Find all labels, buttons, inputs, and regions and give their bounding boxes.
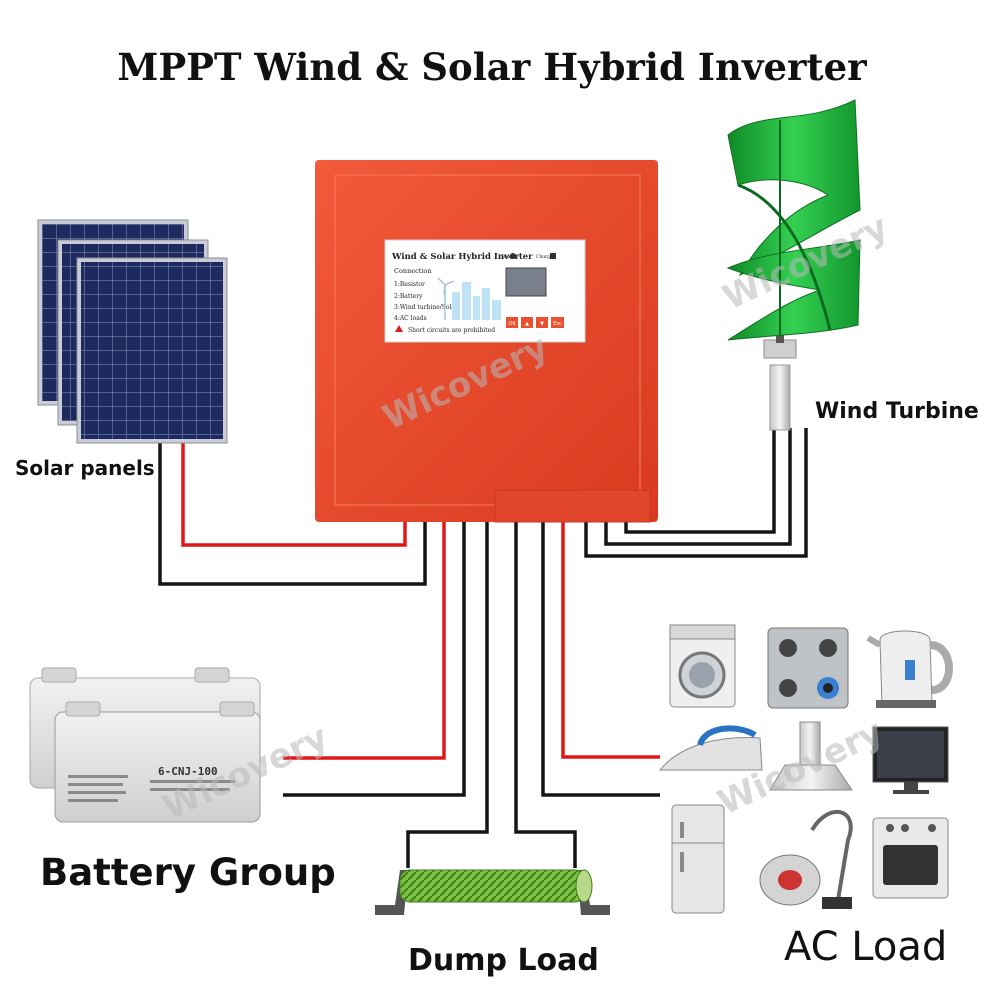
panel-warning: Short circuits are prohibited	[408, 327, 495, 334]
television-icon	[872, 726, 949, 794]
washing-machine-icon	[669, 624, 736, 708]
down-button-label: ▼	[540, 321, 544, 327]
dump-wire-1	[406, 522, 489, 868]
dump-load-resistor	[375, 869, 610, 915]
up-button[interactable]	[521, 317, 533, 328]
battery-wire-positive	[283, 522, 446, 760]
ac-load-appliances	[658, 624, 953, 914]
city-wind-graphic	[437, 277, 501, 320]
vacuum-cleaner-icon	[759, 809, 853, 909]
up-button-label: ▲	[525, 321, 529, 327]
ok-button-label: OK	[508, 321, 516, 327]
connection-item-4: 4:AC loads	[394, 315, 427, 322]
connection-item-1: 1:Resistor	[394, 281, 425, 288]
ac-wire-2	[541, 522, 660, 797]
panel-buttons: OK ▲ ▼ Esc	[506, 317, 564, 328]
wind-turbine	[726, 99, 861, 431]
kettle-icon	[866, 630, 953, 708]
ac-wire-1	[561, 522, 660, 759]
solar-panels	[37, 219, 228, 444]
ac-load-label: AC Load	[784, 924, 947, 970]
charge-indicator: Charge	[536, 254, 553, 260]
connection-item-3: 3:Wind turbine/Solar	[394, 304, 458, 311]
connection-title: Connection	[394, 267, 432, 275]
battery-indicator: Battery	[502, 254, 519, 260]
lcd-screen	[505, 267, 547, 297]
iron-icon	[658, 725, 763, 771]
warning-icon	[395, 325, 403, 332]
oven-icon	[872, 817, 949, 899]
charge-led-icon	[550, 253, 556, 259]
wind-wire-3	[624, 428, 776, 534]
dump-load-label: Dump Load	[408, 943, 599, 978]
solar-wire-negative	[158, 430, 427, 586]
solar-panels-label: Solar panels	[15, 456, 155, 480]
wiring	[158, 428, 808, 868]
connection-item-2: 2:Battery	[394, 293, 423, 300]
diagram-title: MPPT Wind & Solar Hybrid Inverter	[117, 45, 867, 89]
panel-heading: Wind & Solar Hybrid Inverter	[391, 252, 533, 262]
battery-group-label: Battery Group	[40, 851, 336, 894]
esc-button[interactable]	[551, 317, 564, 328]
solar-wire-positive	[181, 440, 407, 547]
wind-turbine-label: Wind Turbine	[815, 399, 979, 424]
range-hood-icon	[769, 721, 853, 791]
wind-wire-1	[584, 428, 808, 558]
battery-model-label: 6-CNJ-100	[158, 765, 218, 778]
ok-button[interactable]	[506, 317, 518, 328]
battery-wire-negative	[283, 522, 466, 797]
dump-wire-2	[514, 522, 577, 868]
refrigerator-icon	[671, 804, 725, 914]
battery-led-icon	[510, 253, 516, 259]
inverter-box: Wind & Solar Hybrid Inverter Battery Cha…	[315, 160, 658, 523]
down-button[interactable]	[536, 317, 548, 328]
battery-group: 6-CNJ-100	[29, 667, 261, 823]
esc-button-label: Esc	[553, 321, 562, 327]
wind-wire-2	[604, 428, 792, 546]
gas-stove-icon	[767, 627, 849, 709]
